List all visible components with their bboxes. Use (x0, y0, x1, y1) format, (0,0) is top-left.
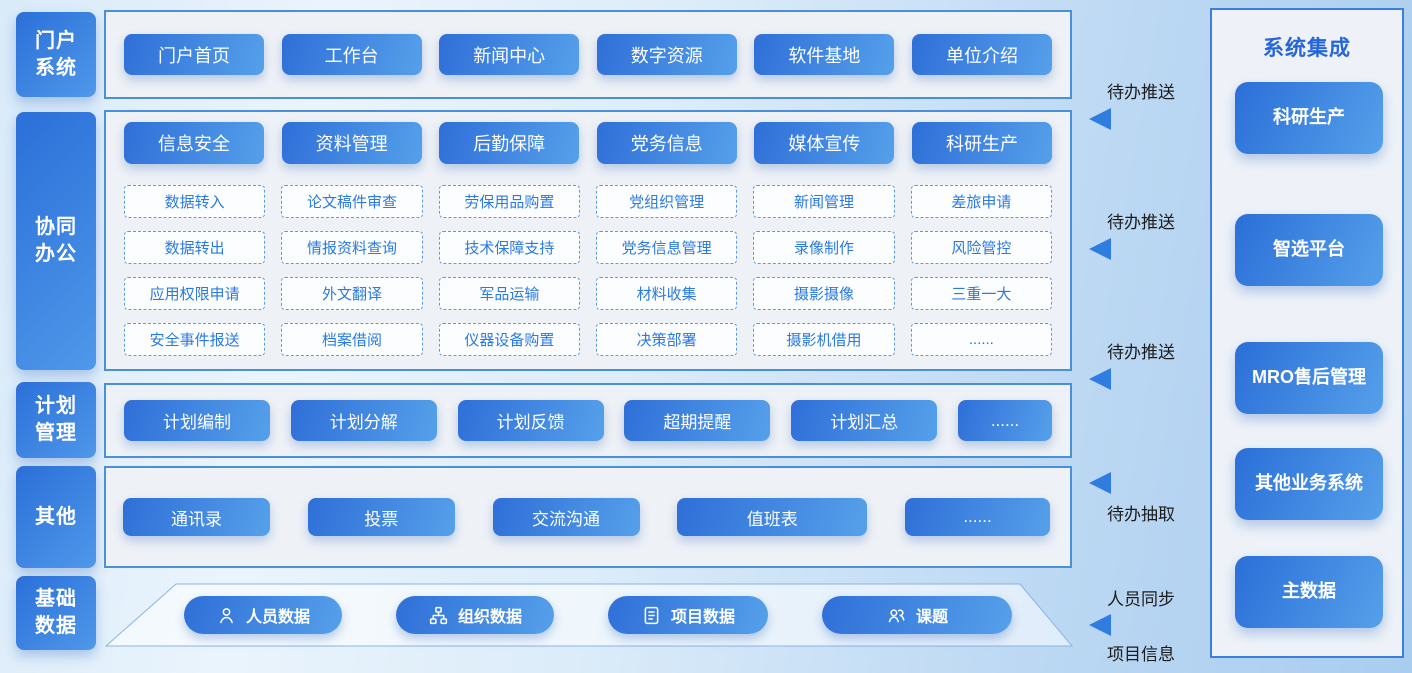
pill-label: 组织数据 (457, 609, 522, 626)
collab-feature-grid: 数据转入 论文稿件审查 劳保用品购置 党组织管理 新闻管理 差旅申请 数据转出 … (124, 185, 1052, 356)
module-button[interactable]: 媒体宣传 (754, 122, 895, 164)
module-button[interactable]: 通讯录 (123, 498, 270, 536)
flow-label: 待办推送 (1107, 343, 1175, 362)
person-icon (220, 607, 233, 623)
feature-item[interactable]: 风险管控 (910, 231, 1052, 264)
feature-item[interactable]: 材料收集 (595, 277, 738, 310)
module-button[interactable]: 计划汇总 (791, 400, 938, 441)
module-button[interactable]: 党务信息 (596, 122, 737, 164)
module-button[interactable]: 单位介绍 (911, 34, 1052, 75)
left-arrow-icon (1089, 238, 1189, 260)
module-button[interactable]: 计划分解 (290, 400, 437, 441)
feature-item-more[interactable]: ...... (910, 323, 1052, 356)
feature-item[interactable]: 摄影摄像 (753, 277, 895, 310)
module-button[interactable]: 投票 (307, 498, 455, 536)
integration-system-button[interactable]: 科研生产 (1235, 82, 1383, 154)
feature-item[interactable]: 技术保障支持 (438, 231, 580, 264)
flow-label: 待办推送 (1107, 83, 1175, 102)
feature-item[interactable]: 党组织管理 (595, 185, 738, 218)
flow-label: 人员同步 (1107, 590, 1175, 609)
integration-system-button[interactable]: 其他业务系统 (1235, 448, 1383, 520)
plan-management-section: 计划编制 计划分解 计划反馈 超期提醒 计划汇总 ...... (104, 383, 1072, 458)
module-button[interactable]: 软件基地 (754, 34, 895, 75)
collaboration-section: 信息安全 资料管理 后勤保障 党务信息 媒体宣传 科研生产 数据转入 论文稿件审… (104, 110, 1072, 371)
feature-item[interactable]: 数据转出 (124, 231, 266, 264)
base-data-pill[interactable]: 项目数据 (608, 596, 768, 634)
feature-item[interactable]: 摄影机借用 (753, 323, 895, 356)
pill-label: 人员数据 (245, 609, 310, 626)
collab-header-row: 信息安全 资料管理 后勤保障 党务信息 媒体宣传 科研生产 (124, 122, 1052, 164)
integration-system-button[interactable]: MRO售后管理 (1235, 342, 1383, 414)
base-data-row: 人员数据 组织数据 项目数据 课题 (104, 596, 1076, 634)
module-button[interactable]: 门户首页 (124, 34, 264, 75)
left-arrow-icon (1089, 614, 1189, 636)
group-icon (888, 608, 905, 622)
module-button[interactable]: 交流沟通 (492, 498, 640, 536)
sidebar-item-collaboration[interactable]: 协同 办公 (16, 112, 96, 370)
feature-item[interactable]: 论文稿件审查 (281, 185, 423, 218)
pill-label: 项目数据 (670, 609, 735, 626)
feature-item[interactable]: 差旅申请 (910, 185, 1052, 218)
integration-system-button[interactable]: 主数据 (1235, 556, 1383, 628)
sidebar-item-base-data[interactable]: 基础 数据 (16, 576, 96, 650)
feature-item[interactable]: 党务信息管理 (595, 231, 738, 264)
portal-system-section: 门户首页 工作台 新闻中心 数字资源 软件基地 单位介绍 (104, 10, 1072, 99)
module-button[interactable]: 科研生产 (911, 122, 1052, 164)
base-data-pill[interactable]: 组织数据 (396, 596, 554, 634)
flow-label: 待办推送 (1107, 213, 1175, 232)
flow-label: 项目信息 (1107, 645, 1175, 664)
document-icon (644, 606, 659, 624)
other-section: 通讯录 投票 交流沟通 值班表 ...... (104, 466, 1072, 568)
feature-item[interactable]: 决策部署 (595, 323, 738, 356)
base-data-pill[interactable]: 课题 (822, 596, 1012, 634)
feature-item[interactable]: 劳保用品购置 (438, 185, 580, 218)
left-arrow-icon (1089, 108, 1189, 130)
module-button[interactable]: 超期提醒 (624, 400, 771, 441)
module-button[interactable]: 后勤保障 (439, 122, 580, 164)
module-button[interactable]: 计划编制 (124, 400, 270, 441)
module-button[interactable]: 资料管理 (281, 122, 422, 164)
sidebar-item-portal-system[interactable]: 门户 系统 (16, 12, 96, 97)
module-button[interactable]: 信息安全 (124, 122, 264, 164)
feature-item[interactable]: 情报资料查询 (281, 231, 423, 264)
module-button[interactable]: 值班表 (677, 498, 868, 536)
module-button[interactable]: 数字资源 (596, 34, 737, 75)
feature-item[interactable]: 新闻管理 (753, 185, 895, 218)
feature-item[interactable]: 军品运输 (438, 277, 580, 310)
base-data-pill[interactable]: 人员数据 (184, 596, 342, 634)
module-button[interactable]: 计划反馈 (457, 400, 604, 441)
module-button[interactable]: 新闻中心 (439, 34, 580, 75)
pill-label: 课题 (915, 609, 948, 626)
feature-item[interactable]: 录像制作 (753, 231, 895, 264)
flow-arrows-column: 待办推送 待办推送 待办推送 待办抽取 人员同步 项目信息 (1085, 0, 1197, 673)
feature-item[interactable]: 应用权限申请 (124, 277, 266, 310)
feature-item[interactable]: 档案借阅 (281, 323, 423, 356)
module-button-more[interactable]: ...... (957, 400, 1052, 441)
sidebar-item-plan-management[interactable]: 计划 管理 (16, 382, 96, 458)
module-button-more[interactable]: ...... (905, 498, 1050, 536)
integration-title: 系统集成 (1263, 37, 1351, 60)
feature-item[interactable]: 三重一大 (910, 277, 1052, 310)
sidebar-item-other[interactable]: 其他 (16, 466, 96, 568)
left-arrow-icon (1089, 472, 1189, 494)
flow-label: 待办抽取 (1107, 505, 1175, 524)
left-arrow-icon (1089, 368, 1189, 390)
feature-item[interactable]: 仪器设备购置 (438, 323, 580, 356)
feature-item[interactable]: 外文翻译 (281, 277, 423, 310)
module-button[interactable]: 工作台 (281, 34, 422, 75)
feature-item[interactable]: 安全事件报送 (124, 323, 266, 356)
system-integration-panel: 系统集成 科研生产 智选平台 MRO售后管理 其他业务系统 主数据 (1210, 8, 1404, 658)
feature-item[interactable]: 数据转入 (124, 185, 266, 218)
integration-system-button[interactable]: 智选平台 (1235, 214, 1383, 286)
org-icon (429, 606, 448, 624)
